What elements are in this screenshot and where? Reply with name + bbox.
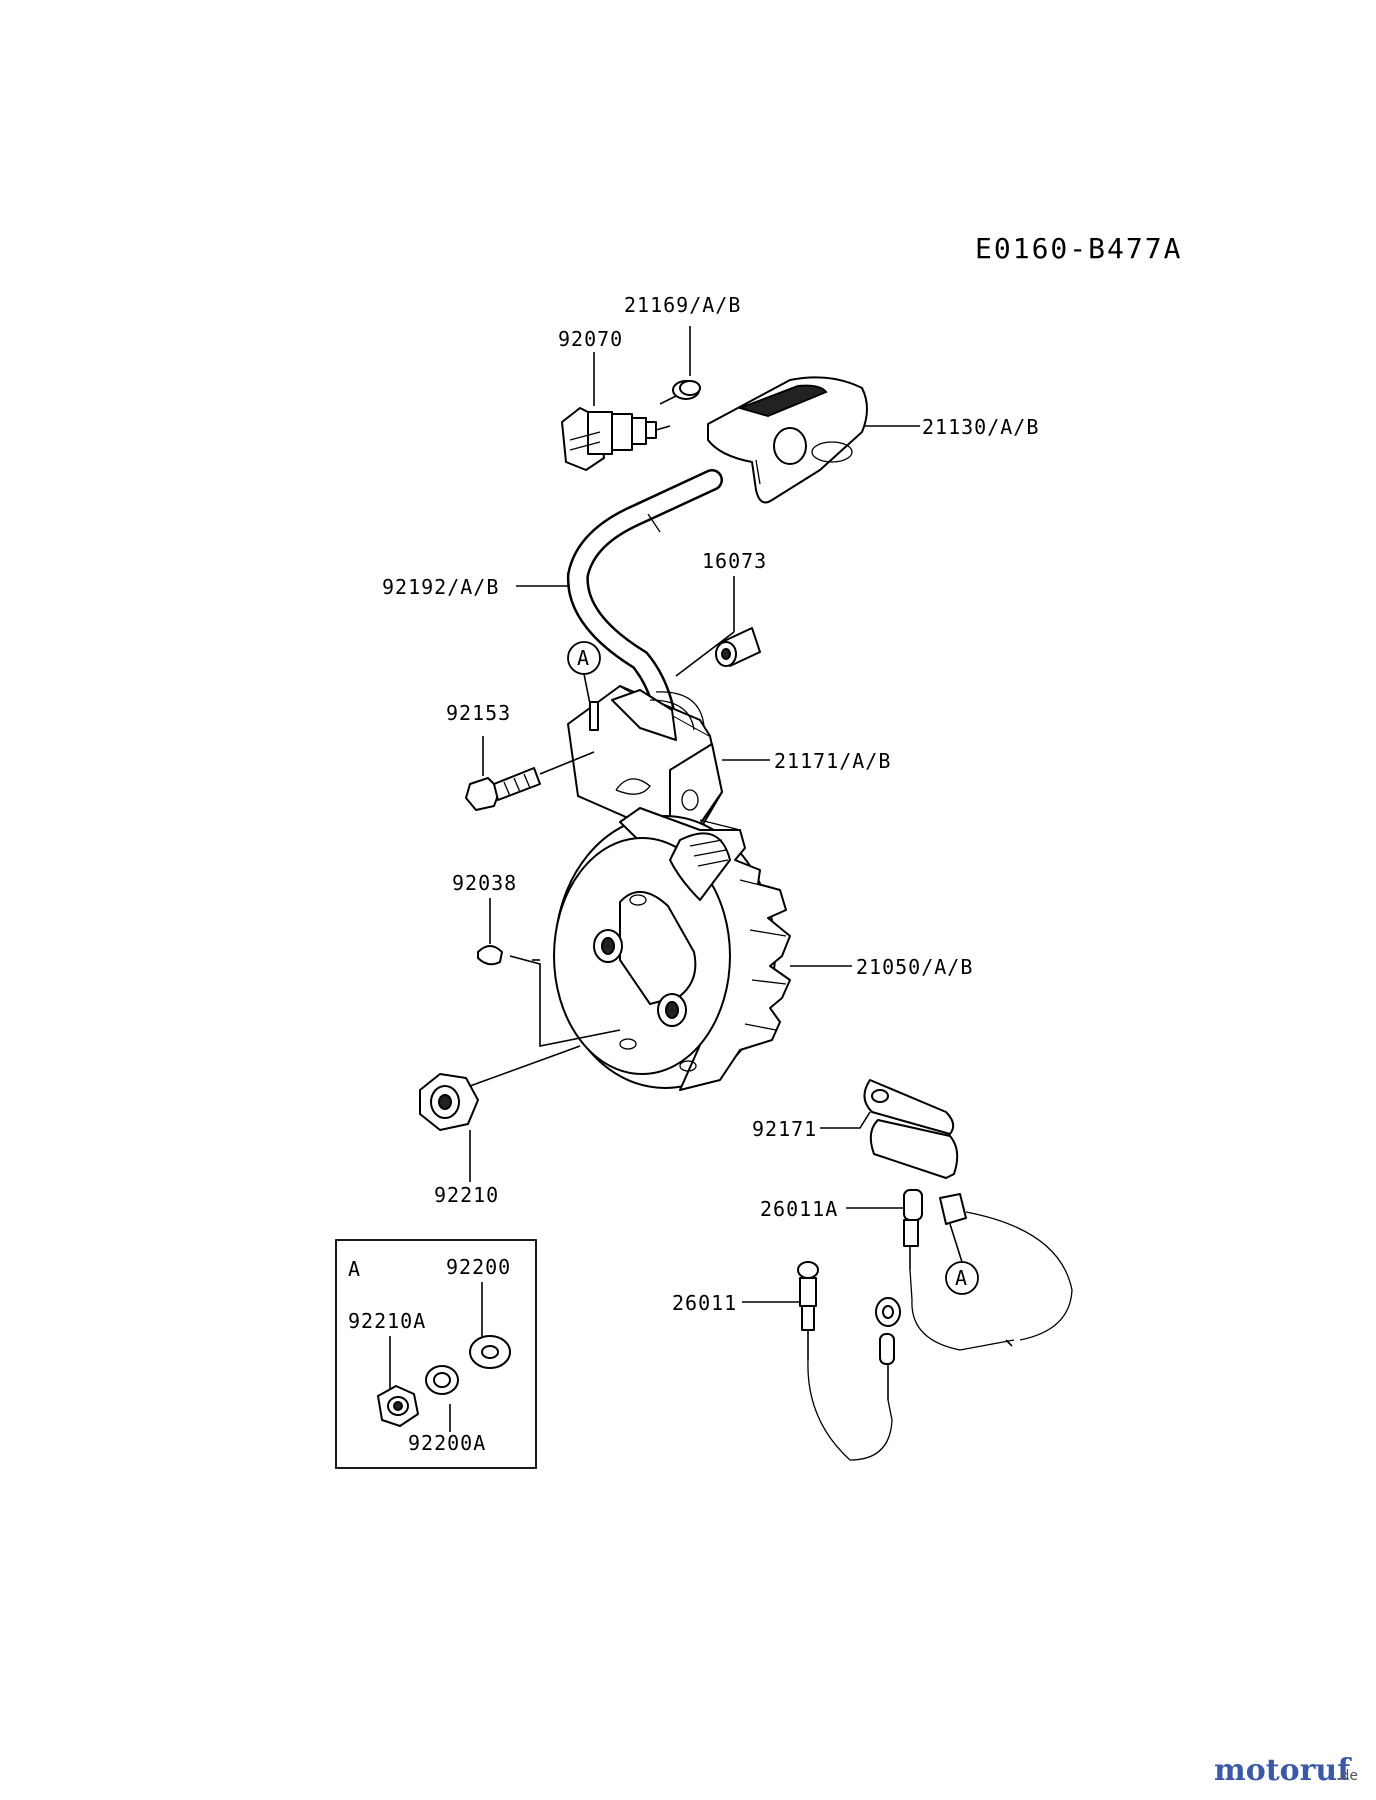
watermark-brand: motoruf (1214, 1753, 1352, 1788)
flywheel (553, 807, 791, 1091)
leader-lines (469, 326, 963, 1303)
spark-plug (561, 407, 671, 471)
callout-a-coil: A (567, 641, 601, 675)
diagram-code: E0160-B477A (975, 232, 1182, 265)
plug-cap (707, 376, 868, 504)
washer (469, 1335, 511, 1369)
watermark-suffix: .de (1336, 1768, 1358, 1784)
flywheel-nut (419, 1073, 479, 1131)
label-21050: 21050/A/B (856, 955, 973, 979)
stop-lead (903, 1189, 1073, 1351)
coil-bolt (465, 751, 595, 811)
svg-text:A: A (577, 646, 590, 670)
label-92210: 92210 (434, 1183, 499, 1207)
label-92200A: 92200A (408, 1431, 486, 1455)
spacer (715, 627, 761, 667)
label-92210A: 92210A (348, 1309, 426, 1333)
label-26011A: 26011A (760, 1197, 838, 1221)
label-92200: 92200 (446, 1255, 511, 1279)
label-26011: 26011 (672, 1291, 737, 1315)
label-92192: 92192/A/B (382, 575, 499, 599)
watermark-logo: motoruf .de (1214, 1753, 1358, 1788)
spring-washer (425, 1365, 459, 1395)
label-21169: 21169/A/B (624, 293, 741, 317)
inset-nut (377, 1385, 419, 1427)
label-21171: 21171/A/B (774, 749, 891, 773)
ground-lead (797, 1261, 901, 1461)
ignition-coil (567, 685, 723, 833)
label-92171: 92171 (752, 1117, 817, 1141)
part-labels: 21169/A/B 92070 21130/A/B 16073 92192/A/… (382, 293, 1039, 1315)
label-92153: 92153 (446, 701, 511, 725)
spark-terminal (659, 380, 701, 405)
label-92070: 92070 (558, 327, 623, 351)
label-21130: 21130/A/B (922, 415, 1039, 439)
lead-clamp (863, 1079, 959, 1179)
svg-text:A: A (955, 1266, 968, 1290)
label-16073: 16073 (702, 549, 767, 573)
inset-box-a: A 92200 92210A 92200A (335, 1239, 537, 1469)
label-92038: 92038 (452, 871, 517, 895)
callout-a-lead: A (945, 1261, 979, 1295)
inset-title: A (348, 1257, 361, 1281)
woodruff-key (477, 945, 503, 966)
